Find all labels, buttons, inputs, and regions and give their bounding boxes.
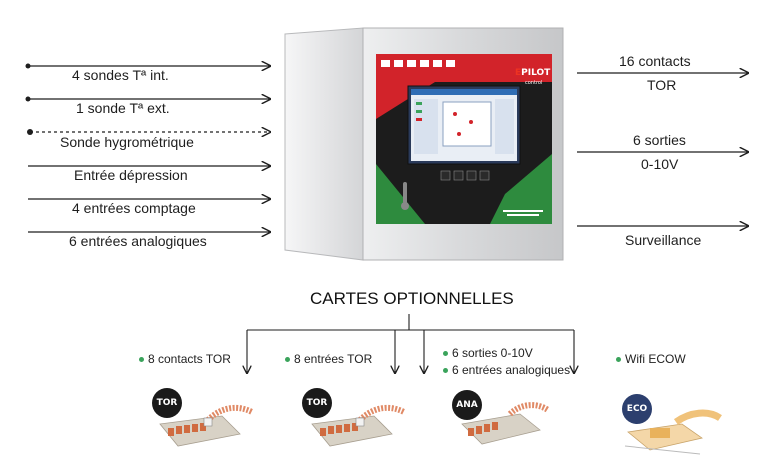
bullet-icon	[443, 368, 448, 374]
bullet-icon	[616, 357, 621, 363]
output-label-1b: TOR	[647, 77, 677, 93]
badge-tor-1: TOR	[152, 388, 182, 418]
badge-tor-2: TOR	[302, 388, 332, 418]
bullet-icon	[285, 357, 290, 363]
bullet-icon	[443, 351, 448, 357]
circuit-board-3-icon	[461, 402, 550, 445]
optional-cards-title: CARTES OPTIONNELLES	[310, 289, 514, 308]
circuit-board-1-icon	[159, 404, 254, 447]
output-label-1a: 16 contacts	[619, 53, 691, 69]
input-label-1: 4 sondes Tª int.	[72, 67, 169, 83]
circuit-board-2-icon	[311, 404, 406, 447]
svg-text:control: control	[525, 80, 542, 86]
cards-tree	[247, 314, 574, 373]
wifi-module-icon	[624, 409, 722, 455]
input-label-2: 1 sonde Tª ext.	[76, 100, 170, 116]
card-1-label: 8 contacts TOR	[139, 352, 231, 366]
output-label-3: Surveillance	[625, 232, 702, 248]
card-images	[159, 402, 722, 455]
input-arrow-1	[25, 64, 271, 69]
card-3-label-b: 6 entrées analogiques	[443, 363, 570, 377]
output-label-2a: 6 sorties	[633, 132, 686, 148]
input-arrow-2	[25, 97, 271, 102]
bullet-icon	[139, 357, 144, 363]
input-arrow-3	[27, 129, 270, 135]
badge-ana: ANA	[452, 390, 482, 420]
output-label-2b: 0-10V	[641, 156, 679, 172]
input-label-6: 6 entrées analogiques	[69, 233, 207, 249]
controller-cabinet: EPILOT control	[284, 27, 564, 261]
input-label-4: Entrée dépression	[74, 167, 188, 183]
card-3-label-a: 6 sorties 0-10V	[443, 346, 533, 360]
input-label-3: Sonde hygrométrique	[60, 134, 194, 150]
brand-logo: EPILOT	[515, 68, 551, 78]
card-2-label: 8 entrées TOR	[285, 352, 372, 366]
badge-eco: ECO	[622, 394, 652, 424]
input-label-5: 4 entrées comptage	[72, 200, 196, 216]
card-4-label: Wifi ECOW	[616, 352, 686, 366]
